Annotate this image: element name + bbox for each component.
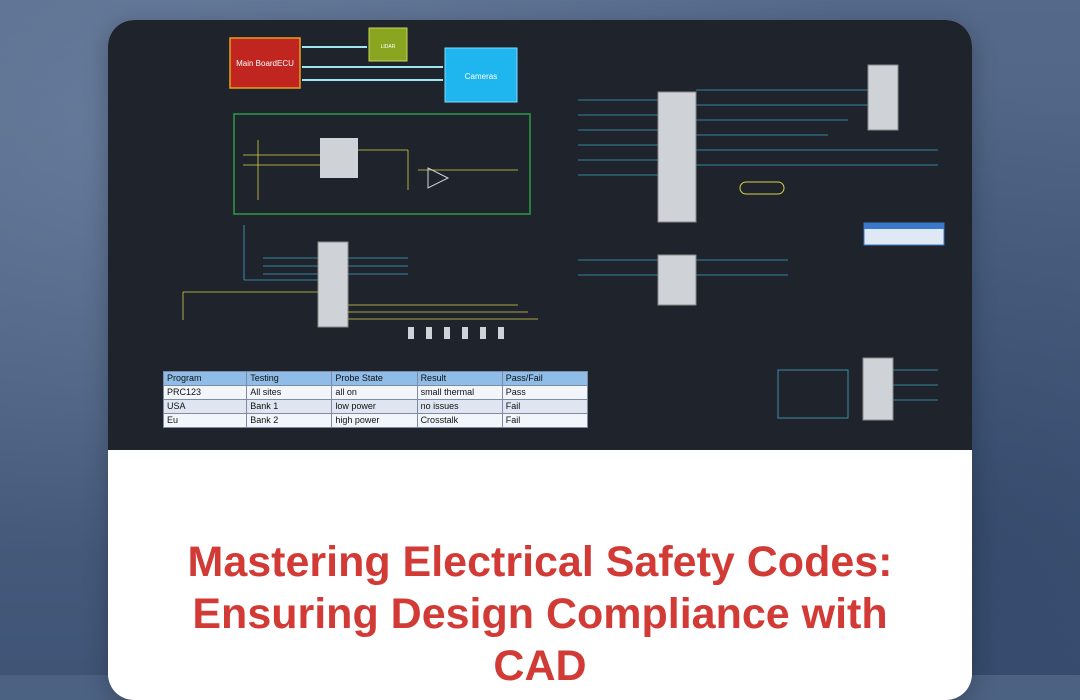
opamp-symbol (427, 167, 450, 189)
title-line-2: Ensuring Design Compliance with (192, 589, 888, 638)
title-line-1: Mastering Electrical Safety Codes: (187, 537, 893, 586)
right-main-ic (657, 91, 697, 223)
cameras-block (444, 47, 518, 103)
schematic-drawing: Main BoardECU LIDAR Cameras (182, 27, 945, 421)
article-title[interactable]: Mastering Electrical Safety Codes: Ensur… (108, 536, 972, 692)
lidar-block (368, 27, 408, 62)
connector-ic (867, 64, 899, 131)
central-ic (317, 241, 349, 328)
annotation-bubble (739, 181, 785, 195)
article-card[interactable]: Main BoardECU LIDAR Cameras (108, 20, 972, 700)
title-line-3: CAD (493, 641, 587, 690)
main-board-block (229, 37, 301, 89)
power-ic (320, 138, 358, 178)
block-connections (302, 46, 443, 81)
col-result: Result (416, 371, 503, 386)
table-row: Eu Bank 2 high power Crosstalk Fail (162, 413, 589, 428)
lidar-label: LIDAR (381, 44, 396, 50)
cameras-label: Cameras (465, 72, 497, 81)
col-program: Program (162, 371, 248, 386)
table-row: PRC123 All sites all on small thermal Pa… (162, 385, 589, 400)
col-pass-fail: Pass/Fail (501, 371, 589, 386)
bottom-right-ic (862, 357, 894, 421)
table-row: USA Bank 1 low power no issues Fail (162, 399, 589, 414)
power-circuit-frame (233, 113, 531, 215)
probe-results-table: Program Testing Probe State Result Pass/… (162, 371, 589, 428)
main-board-label: Main BoardECU (236, 59, 294, 68)
col-testing: Testing (246, 371, 333, 386)
schematic-image: Main BoardECU LIDAR Cameras (108, 20, 972, 450)
col-probe-state: Probe State (331, 371, 418, 386)
right-mid-ic (657, 254, 697, 306)
